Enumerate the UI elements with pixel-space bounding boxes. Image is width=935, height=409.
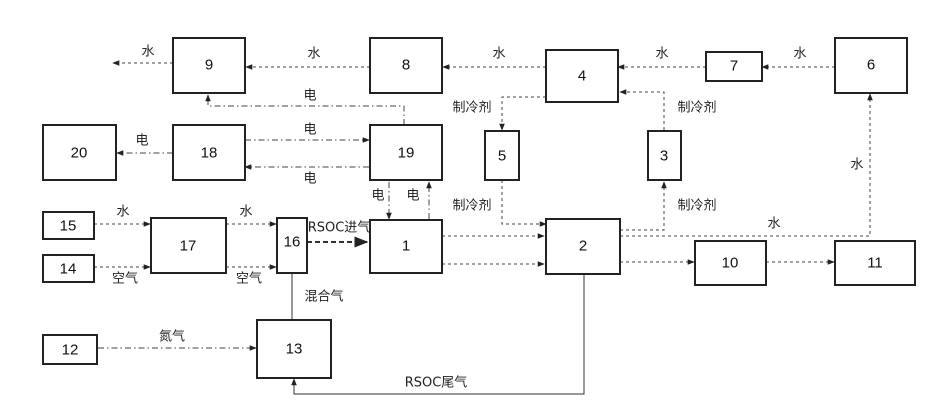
svg-text:10: 10 [722,255,739,272]
label-water-11-6: 水 [850,158,863,173]
label-refrigerant-4-5: 制冷剂 [452,101,491,116]
svg-text:1: 1 [402,238,410,255]
node-12: 12 [43,335,97,364]
label-water-8-9: 水 [307,47,320,62]
node-2: 2 [546,219,620,274]
label-mixed-gas: 混合气 [304,289,343,305]
svg-text:3: 3 [660,148,668,165]
label-air-14-17: 空气 [112,271,138,287]
label-water-7-4: 水 [655,47,668,62]
svg-text:6: 6 [867,57,875,74]
node-1: 1 [370,220,442,273]
node-13: 13 [257,320,331,378]
node-8: 8 [370,38,442,93]
svg-text:2: 2 [579,238,587,255]
node-6: 6 [835,38,907,93]
svg-text:7: 7 [730,58,738,75]
label-elec-19-9: 电 [303,89,316,104]
node-9: 9 [173,38,245,93]
svg-text:17: 17 [180,238,197,255]
label-refrigerant-2-3: 制冷剂 [677,199,716,214]
svg-text:11: 11 [867,255,883,272]
label-elec-19-18-bottom: 电 [303,172,316,187]
svg-text:19: 19 [398,145,415,162]
label-elec-18-20: 电 [135,134,148,149]
svg-text:16: 16 [284,234,301,251]
label-rsoc-tail: RSOC尾气 [405,375,468,391]
edge-3-to-4 [620,92,664,130]
node-14: 14 [43,255,94,282]
node-19: 19 [370,125,442,180]
svg-text:14: 14 [60,261,77,278]
svg-text:8: 8 [402,57,410,74]
node-7: 7 [706,52,762,81]
label-refrigerant-5-2: 制冷剂 [452,199,491,214]
label-water-15-17: 水 [116,205,129,220]
node-18: 18 [173,125,245,180]
edge-4-to-5 [502,97,546,130]
svg-text:9: 9 [205,57,213,74]
svg-text:18: 18 [201,145,218,162]
label-water-6-7: 水 [793,47,806,62]
node-3: 3 [648,131,681,180]
label-elec-19-1: 电 [371,189,384,204]
svg-text:12: 12 [62,342,79,359]
node-20: 20 [43,125,116,180]
label-water-17-16: 水 [239,205,252,220]
node-16: 16 [277,218,307,273]
label-water-2-6: 水 [767,217,780,232]
node-17: 17 [151,218,226,273]
node-5: 5 [485,131,519,180]
label-elec-19-18-top: 电 [303,123,316,138]
svg-text:4: 4 [578,68,586,85]
label-elec-1-19: 电 [406,189,419,204]
edge-5-to-2 [502,180,546,224]
label-rsoc-inlet: RSOC进气 [308,220,371,236]
label-water-9-out: 水 [141,45,154,60]
edge-2-to-3 [620,182,664,230]
node-4: 4 [546,50,618,102]
node-15: 15 [43,212,94,239]
svg-text:20: 20 [71,145,88,162]
label-water-4-8: 水 [492,47,505,62]
label-air-17-16: 空气 [236,271,262,287]
svg-text:5: 5 [498,148,506,165]
node-11: 11 [835,241,915,285]
label-refrigerant-3-4: 制冷剂 [677,101,716,116]
svg-text:15: 15 [60,218,77,235]
svg-text:13: 13 [286,341,303,358]
label-nitrogen: 氮气 [159,329,185,345]
node-10: 10 [695,241,766,285]
